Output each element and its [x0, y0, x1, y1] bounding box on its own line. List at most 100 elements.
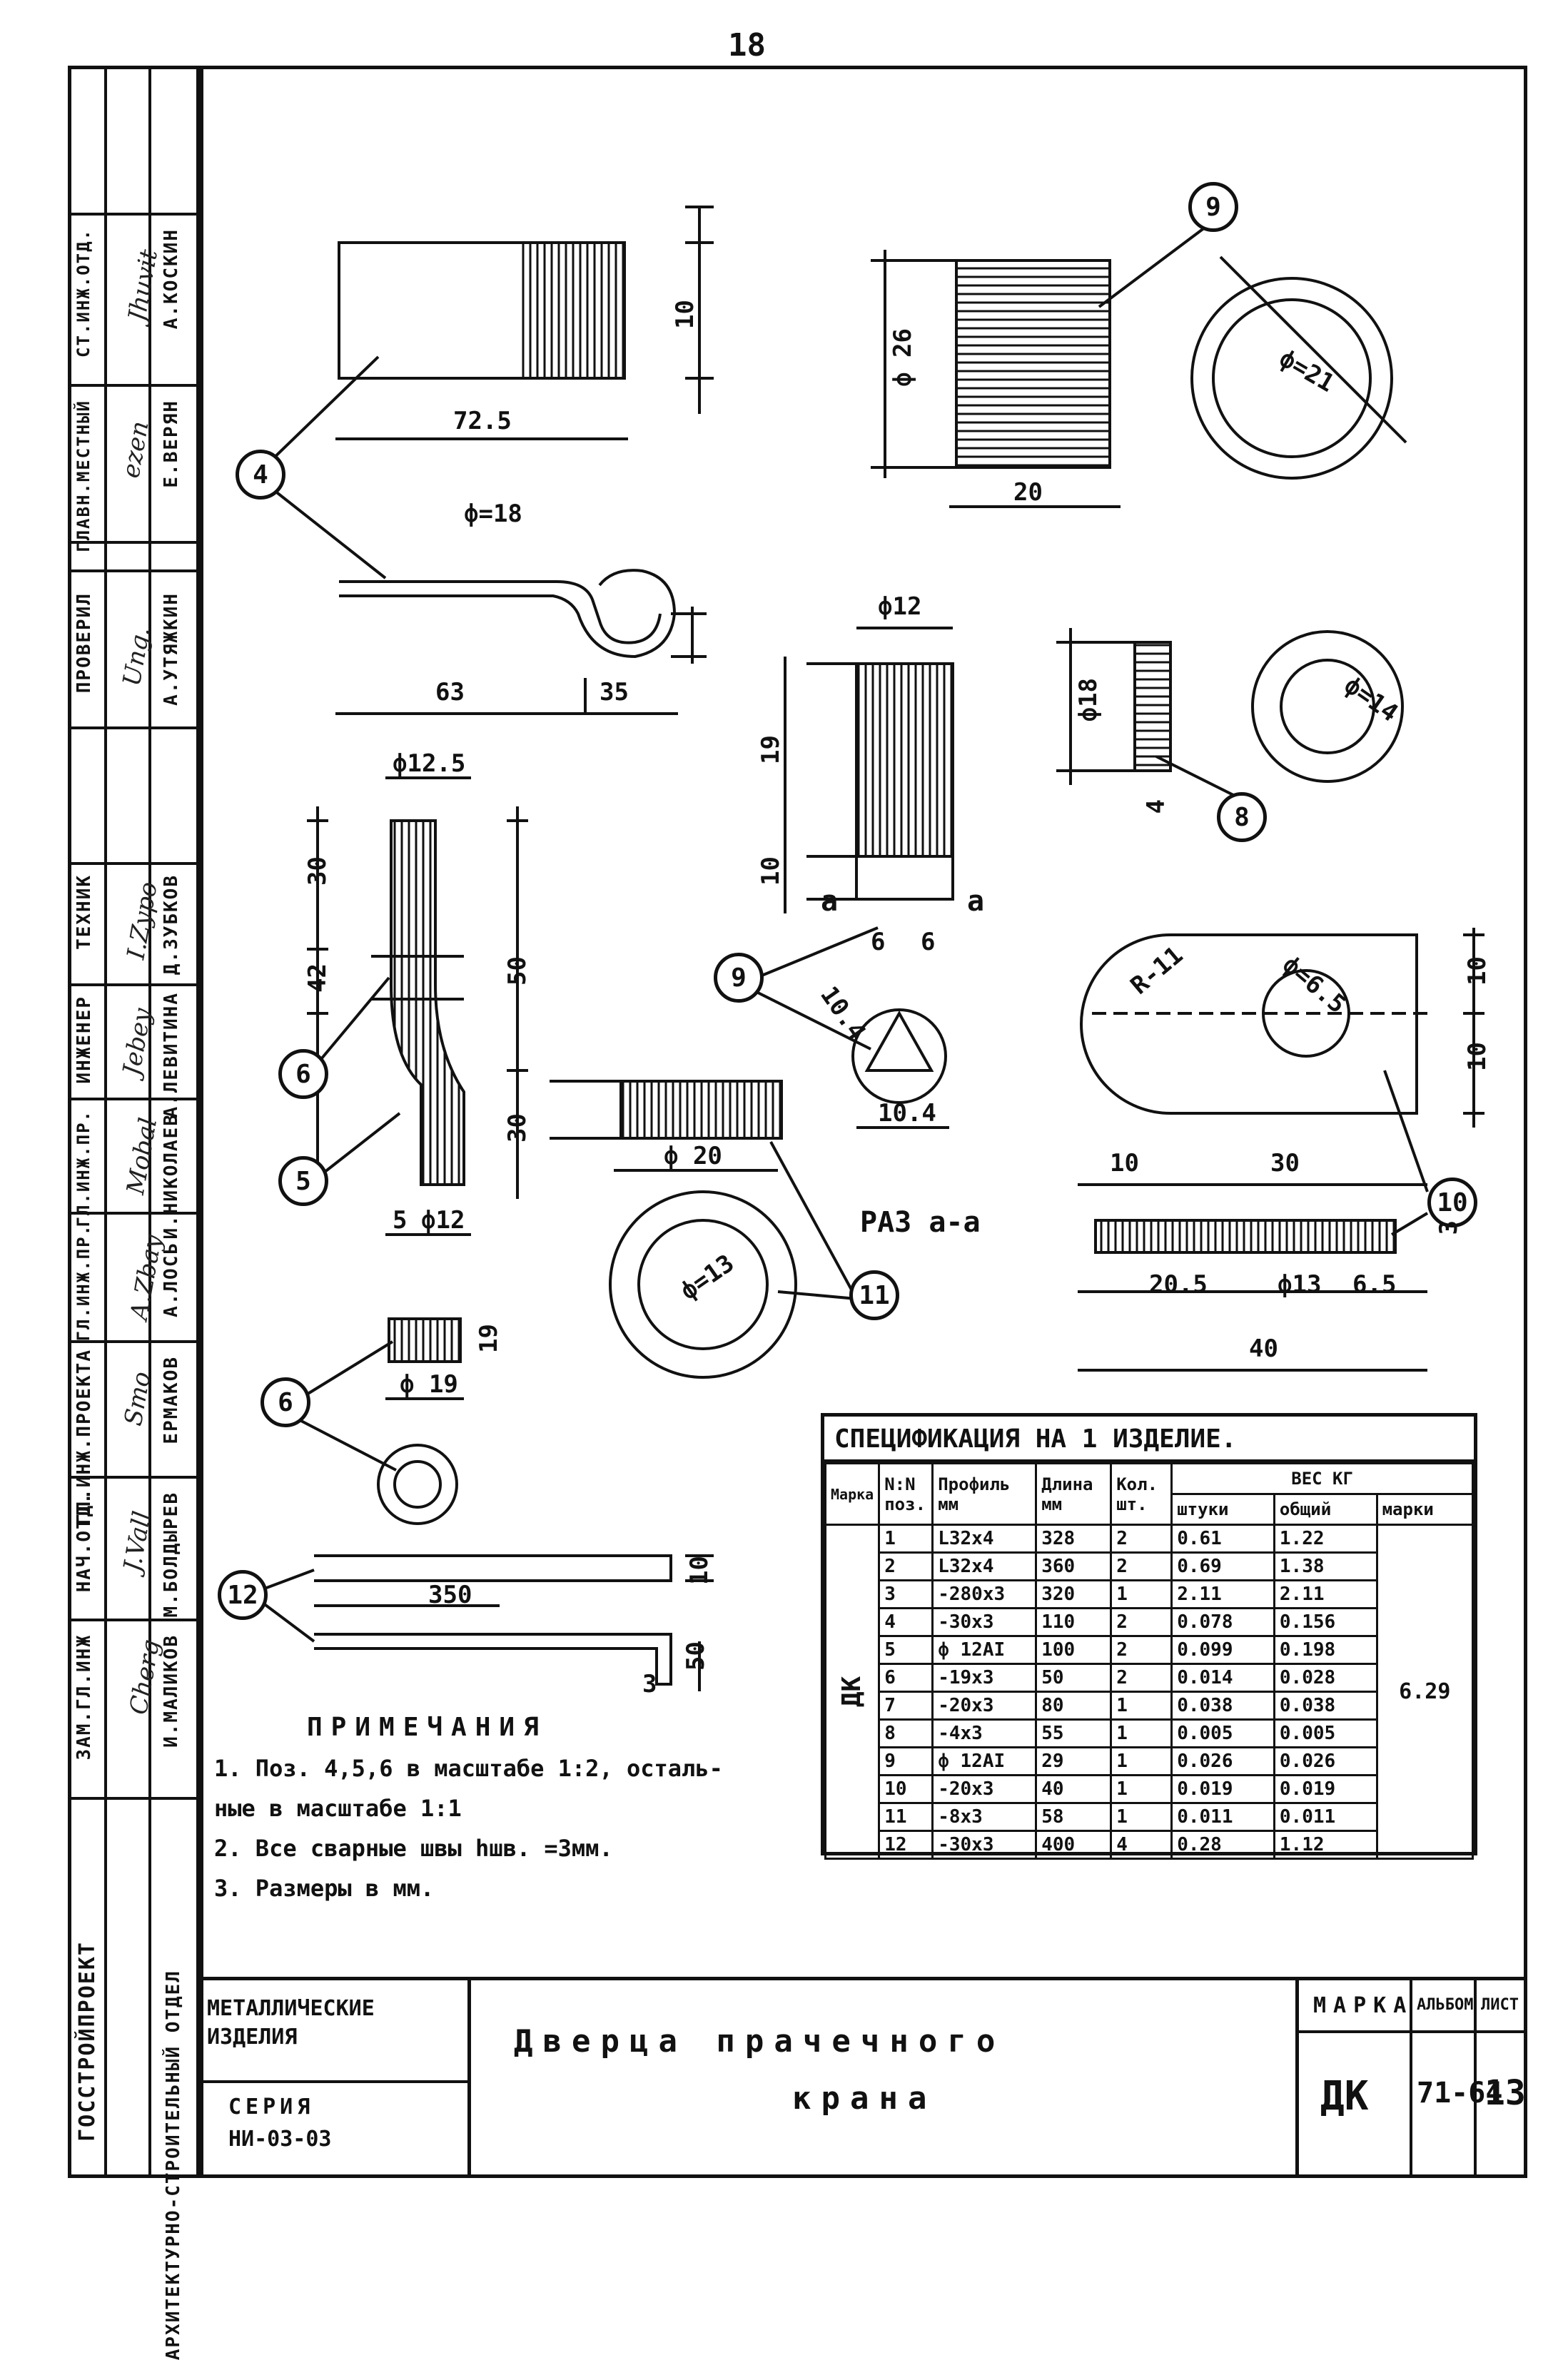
unit-cell: 0.078 [1170, 1607, 1275, 1637]
profile-cell: -280x3 [931, 1579, 1038, 1609]
dimension: 63 [435, 678, 465, 707]
series-value: НИ-03-03 [228, 2127, 332, 2152]
table-row: 2 L32x4 360 2 0.69 1.38 [826, 1551, 1473, 1581]
notes-title: ПРИМЕЧАНИЯ [307, 1713, 547, 1742]
pos-cell: 9 [878, 1746, 934, 1776]
mark-cell: ДК [824, 1524, 881, 1860]
profile-cell: -30x3 [931, 1830, 1038, 1860]
table-row: ДК 1 L32x4 328 2 0.61 1.22 6.29 [824, 1524, 1475, 1860]
unit-cell: 0.026 [1170, 1746, 1275, 1776]
table-row: 7 -20x3 80 1 0.038 0.038 [826, 1691, 1473, 1721]
technical-drawing [256, 206, 1484, 1691]
length-cell: 58 [1035, 1802, 1113, 1832]
sidebar-lines [68, 66, 200, 2178]
profile-cell: -20x3 [931, 1774, 1038, 1804]
dimension: 72.5 [453, 407, 512, 435]
callout-11: 11 [849, 1270, 899, 1320]
title-block: МЕТАЛЛИЧЕСКИЕ ИЗДЕЛИЯ СЕРИЯ НИ-03-03 Две… [200, 1977, 1527, 2178]
dimension: ф12 [421, 1206, 465, 1235]
total-cell: 1.22 [1273, 1524, 1378, 1554]
album-value: 71-64 [1417, 2077, 1503, 2110]
dimension: 6 [871, 928, 886, 956]
total-cell: 0.028 [1273, 1663, 1378, 1693]
sheet-label: ЛИСТ [1481, 1996, 1519, 2014]
total-cell: 0.026 [1273, 1746, 1378, 1776]
callout-4: 4 [236, 450, 285, 500]
qty-cell: 1 [1110, 1774, 1173, 1804]
dimension: 30 [303, 856, 332, 886]
qty-cell: 1 [1110, 1579, 1173, 1609]
dimension: 50 [682, 1641, 710, 1671]
qty-cell: 2 [1110, 1607, 1173, 1637]
mark-value: ДК [837, 1676, 867, 1708]
drawing-name-line1: Дверца прачечного [514, 2023, 1006, 2060]
dimension: ф 19 [400, 1370, 458, 1399]
total-cell: 0.011 [1273, 1802, 1378, 1832]
category-label: МЕТАЛЛИЧЕСКИЕ ИЗДЕЛИЯ [207, 1996, 375, 2050]
qty-cell: 1 [1110, 1691, 1173, 1721]
pos-cell: 5 [878, 1635, 934, 1665]
length-cell: 80 [1035, 1691, 1113, 1721]
col-profile: Профиль мм [931, 1462, 1038, 1526]
total-cell: 2.11 [1273, 1579, 1378, 1609]
table-row: 4 -30x3 110 2 0.078 0.156 [826, 1607, 1473, 1637]
approval-sidebar [68, 66, 200, 2178]
col-mark: Марка [824, 1462, 881, 1526]
note-line: ные в масштабе 1:1 [214, 1795, 462, 1822]
dimension: ф18 [1074, 678, 1103, 722]
col-pos: N:N поз. [878, 1462, 934, 1526]
dimension: 30 [1270, 1149, 1300, 1178]
pos-cell: 10 [878, 1774, 934, 1804]
length-cell: 328 [1035, 1524, 1113, 1554]
dimension: 3 [1435, 1220, 1463, 1235]
length-cell: 400 [1035, 1830, 1113, 1860]
dimension: 5 [393, 1206, 408, 1235]
unit-cell: 0.69 [1170, 1551, 1275, 1581]
length-cell: 40 [1035, 1774, 1113, 1804]
dimension: 10 [685, 1556, 714, 1585]
pos-cell: 11 [878, 1802, 934, 1832]
mark-value: ДК [1320, 2073, 1369, 2120]
dimension: ф13 [1278, 1270, 1322, 1299]
qty-cell: 1 [1110, 1746, 1173, 1776]
dimension: 19 [475, 1324, 503, 1353]
unit-cell: 0.011 [1170, 1802, 1275, 1832]
dimension: ф=18 [464, 500, 522, 528]
section-marker: а [821, 885, 839, 918]
callout-12: 12 [218, 1570, 268, 1620]
callout-6: 6 [278, 1049, 328, 1099]
drawing-frame [200, 66, 1527, 2178]
pos-cell: 3 [878, 1579, 934, 1609]
dimension: 20 [1013, 478, 1043, 507]
dimension: 3 [642, 1670, 657, 1698]
table-row: 12 -30x3 400 4 0.28 1.12 [826, 1830, 1473, 1860]
category-divider [200, 2080, 471, 2083]
dimension: 10 [757, 856, 785, 886]
callout-5: 5 [278, 1156, 328, 1206]
sheet-value: 13 [1484, 2073, 1526, 2113]
note-line: 1. Поз. 4,5,6 в масштабе 1:2, осталь- [214, 1755, 723, 1782]
profile-cell: -8x3 [931, 1802, 1038, 1832]
total-cell: 0.019 [1273, 1774, 1378, 1804]
qty-cell: 4 [1110, 1830, 1173, 1860]
callout-8: 8 [1217, 792, 1267, 842]
note-line: 2. Все сварные швы hшв. =3мм. [214, 1835, 613, 1862]
unit-cell: 0.038 [1170, 1691, 1275, 1721]
col-weight: ВЕС КГ [1170, 1462, 1474, 1495]
table-row: 8 -4x3 55 1 0.005 0.005 [826, 1718, 1473, 1748]
profile-cell: -4x3 [931, 1718, 1038, 1748]
pos-cell: 2 [878, 1551, 934, 1581]
section-label: РАЗ а-а [860, 1206, 981, 1239]
dimension: 4 [1142, 799, 1170, 814]
length-cell: 360 [1035, 1551, 1113, 1581]
dimension: 10.4 [878, 1099, 936, 1128]
length-cell: 29 [1035, 1746, 1113, 1776]
dimension: 20.5 [1149, 1270, 1208, 1299]
unit-cell: 0.005 [1170, 1718, 1275, 1748]
spec-title: СПЕЦИФИКАЦИЯ НА 1 ИЗДЕЛИЕ. [824, 1417, 1474, 1462]
col-total: общий [1273, 1493, 1378, 1526]
dimension: 6 [921, 928, 936, 956]
total-cell: 0.198 [1273, 1635, 1378, 1665]
total-cell: 1.38 [1273, 1551, 1378, 1581]
table-row: 6 -19x3 50 2 0.014 0.028 [826, 1663, 1473, 1693]
